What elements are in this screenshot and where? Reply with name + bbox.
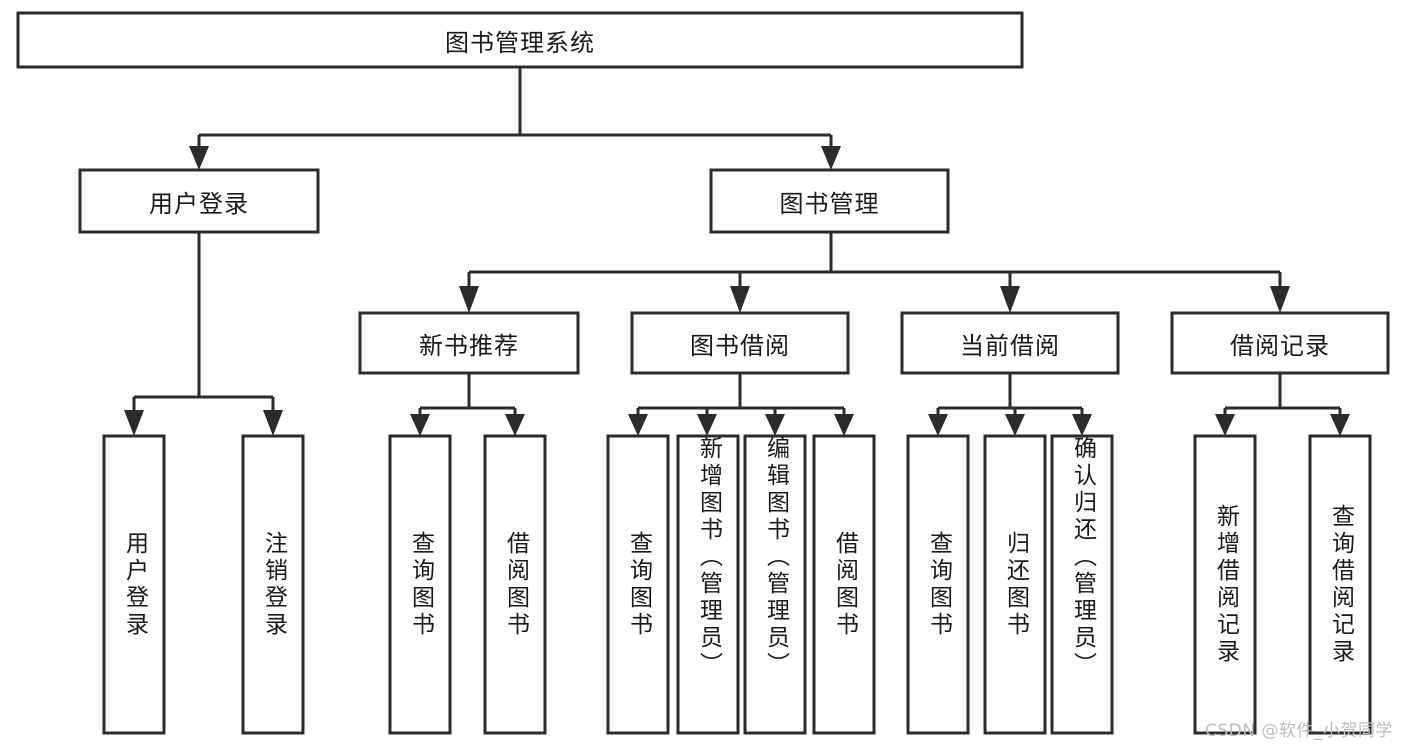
arrow-leaf-add-book-icon	[697, 414, 717, 436]
arrow-leaf-borrow-book-rec-icon	[505, 414, 525, 436]
node-box-leaf-user-login[interactable]	[102, 434, 166, 735]
node-box-book-borrow[interactable]	[630, 311, 850, 375]
connectors-root-to-level2	[189, 67, 841, 170]
connectors-bookborrow-to-leaves	[628, 373, 854, 436]
arrow-leaf-query-book-brw-icon	[628, 414, 648, 436]
node-box-leaf-borrow-book-rec[interactable]	[483, 434, 547, 735]
arrow-to-user-login-icon	[189, 146, 209, 170]
connectors-currentborrow-to-leaves	[928, 373, 1092, 436]
node-box-book-management[interactable]	[709, 168, 950, 234]
node-box-leaf-return-book[interactable]	[983, 434, 1047, 735]
node-box-leaf-query-book-brw[interactable]	[606, 434, 670, 735]
node-box-leaf-query-book-rec[interactable]	[388, 434, 452, 735]
node-box-current-borrow[interactable]	[900, 311, 1120, 375]
arrow-leaf-query-record-icon	[1330, 414, 1350, 436]
node-box-leaf-add-record[interactable]	[1193, 434, 1257, 735]
node-box-user-login[interactable]	[78, 168, 320, 234]
arrow-leaf-return-book-icon	[1005, 414, 1025, 436]
node-box-leaf-confirm-return[interactable]	[1050, 434, 1114, 735]
arrow-to-book-management-icon	[821, 146, 841, 170]
node-box-leaf-query-book-cur[interactable]	[906, 434, 970, 735]
node-box-root[interactable]	[16, 11, 1024, 69]
arrow-leaf-logout-icon	[263, 410, 283, 436]
arrow-leaf-user-login-icon	[124, 410, 144, 436]
connectors-userlogin-to-leaves	[124, 232, 283, 436]
arrow-to-current-borrow-icon	[1000, 286, 1020, 313]
node-box-borrow-record[interactable]	[1170, 311, 1390, 375]
arrow-leaf-edit-book-icon	[765, 414, 785, 436]
connectors-borrowrecord-to-leaves	[1215, 373, 1350, 436]
arrow-leaf-borrow-book-brw-icon	[834, 414, 854, 436]
node-box-leaf-edit-book[interactable]	[743, 434, 807, 735]
node-box-leaf-add-book[interactable]	[676, 434, 740, 735]
node-box-leaf-borrow-book-brw[interactable]	[812, 434, 876, 735]
arrow-to-new-book-recommend-icon	[459, 286, 479, 313]
arrow-to-book-borrow-icon	[730, 286, 750, 313]
connectors-bookmanagement-to-level3	[459, 232, 1290, 313]
arrow-leaf-query-book-rec-icon	[410, 414, 430, 436]
node-box-new-book-recommend[interactable]	[358, 311, 580, 375]
arrow-leaf-add-record-icon	[1215, 414, 1235, 436]
arrow-leaf-query-book-cur-icon	[928, 414, 948, 436]
connectors-newbook-to-leaves	[410, 373, 525, 436]
arrow-leaf-confirm-return-icon	[1072, 414, 1092, 436]
node-box-leaf-query-record[interactable]	[1308, 434, 1372, 735]
arrow-to-borrow-record-icon	[1270, 286, 1290, 313]
node-box-leaf-logout[interactable]	[241, 434, 305, 735]
